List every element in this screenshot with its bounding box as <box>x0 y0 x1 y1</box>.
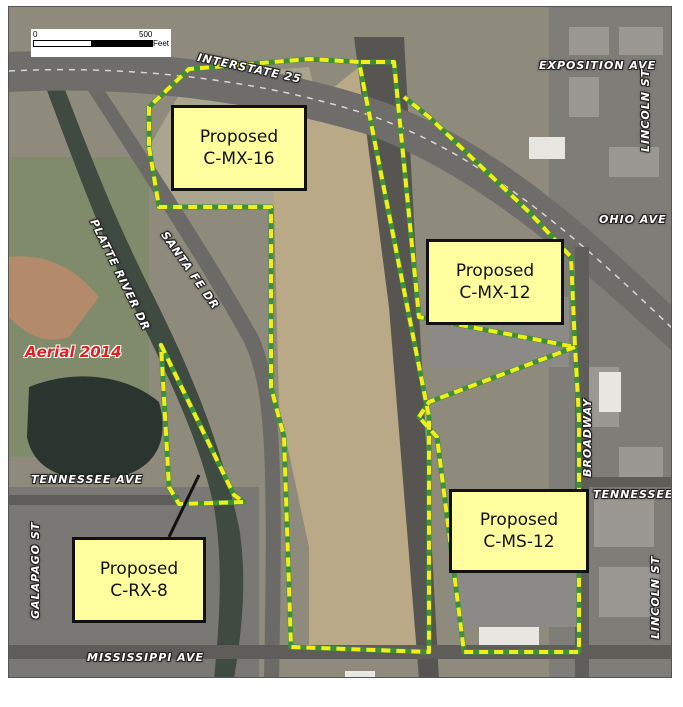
zone-label-line2: C-MS-12 <box>483 532 555 552</box>
scale-unit: Feet <box>153 39 170 48</box>
tennessee-road <box>9 495 179 505</box>
street-label-mississippi: MISSISSIPPI AVE <box>87 651 204 664</box>
scale-segment-white <box>33 40 93 47</box>
parking-lot-south <box>449 567 579 627</box>
tennessee-east-road <box>587 477 671 487</box>
scale-end: 500 <box>139 30 153 39</box>
interstate-25 <box>9 51 671 351</box>
leader-line-crx8 <box>167 474 201 538</box>
street-label-ohio: OHIO AVE <box>599 213 667 226</box>
zone-label-line2: C-RX-8 <box>110 581 168 601</box>
platte-river <box>31 47 244 677</box>
street-label-tennessee-east: TENNESSEE <box>593 488 672 501</box>
vacant-land <box>159 67 429 657</box>
map-frame: 0 500 Feet INTERSTATE 25 EXPOSITION AVE … <box>8 6 672 678</box>
scale-bar: 0 500 Feet <box>31 29 171 57</box>
scale-start: 0 <box>33 30 38 39</box>
street-label-exposition: EXPOSITION AVE <box>539 59 657 72</box>
zone-label-cms12: Proposed C-MS-12 <box>449 489 589 573</box>
zone-label-crx8: Proposed C-RX-8 <box>72 537 206 623</box>
zone-label-line1: Proposed <box>479 510 559 530</box>
street-label-lincoln-north: LINCOLN ST <box>639 68 652 152</box>
zone-label-line1: Proposed <box>199 127 279 147</box>
street-label-tennessee-west: TENNESSEE AVE <box>31 473 144 486</box>
pond <box>27 376 163 480</box>
zone-label-cmx16: Proposed C-MX-16 <box>171 105 307 191</box>
street-label-broadway: BROADWAY <box>581 398 594 477</box>
street-label-lincoln-south: LINCOLN ST <box>649 555 662 639</box>
zone-label-line1: Proposed <box>99 559 179 579</box>
scale-segment-black <box>91 40 153 47</box>
zone-label-line1: Proposed <box>455 261 535 281</box>
zone-label-cmx12: Proposed C-MX-12 <box>426 239 564 325</box>
aerial-year-label: Aerial 2014 <box>25 343 122 361</box>
zone-label-line2: C-MX-16 <box>203 149 275 169</box>
street-label-galapago: GALAPAGO ST <box>29 521 42 619</box>
rail-corridor <box>354 37 439 677</box>
ballfield <box>9 256 99 340</box>
mississippi-road <box>9 645 671 659</box>
zone-label-line2: C-MX-12 <box>459 283 531 303</box>
